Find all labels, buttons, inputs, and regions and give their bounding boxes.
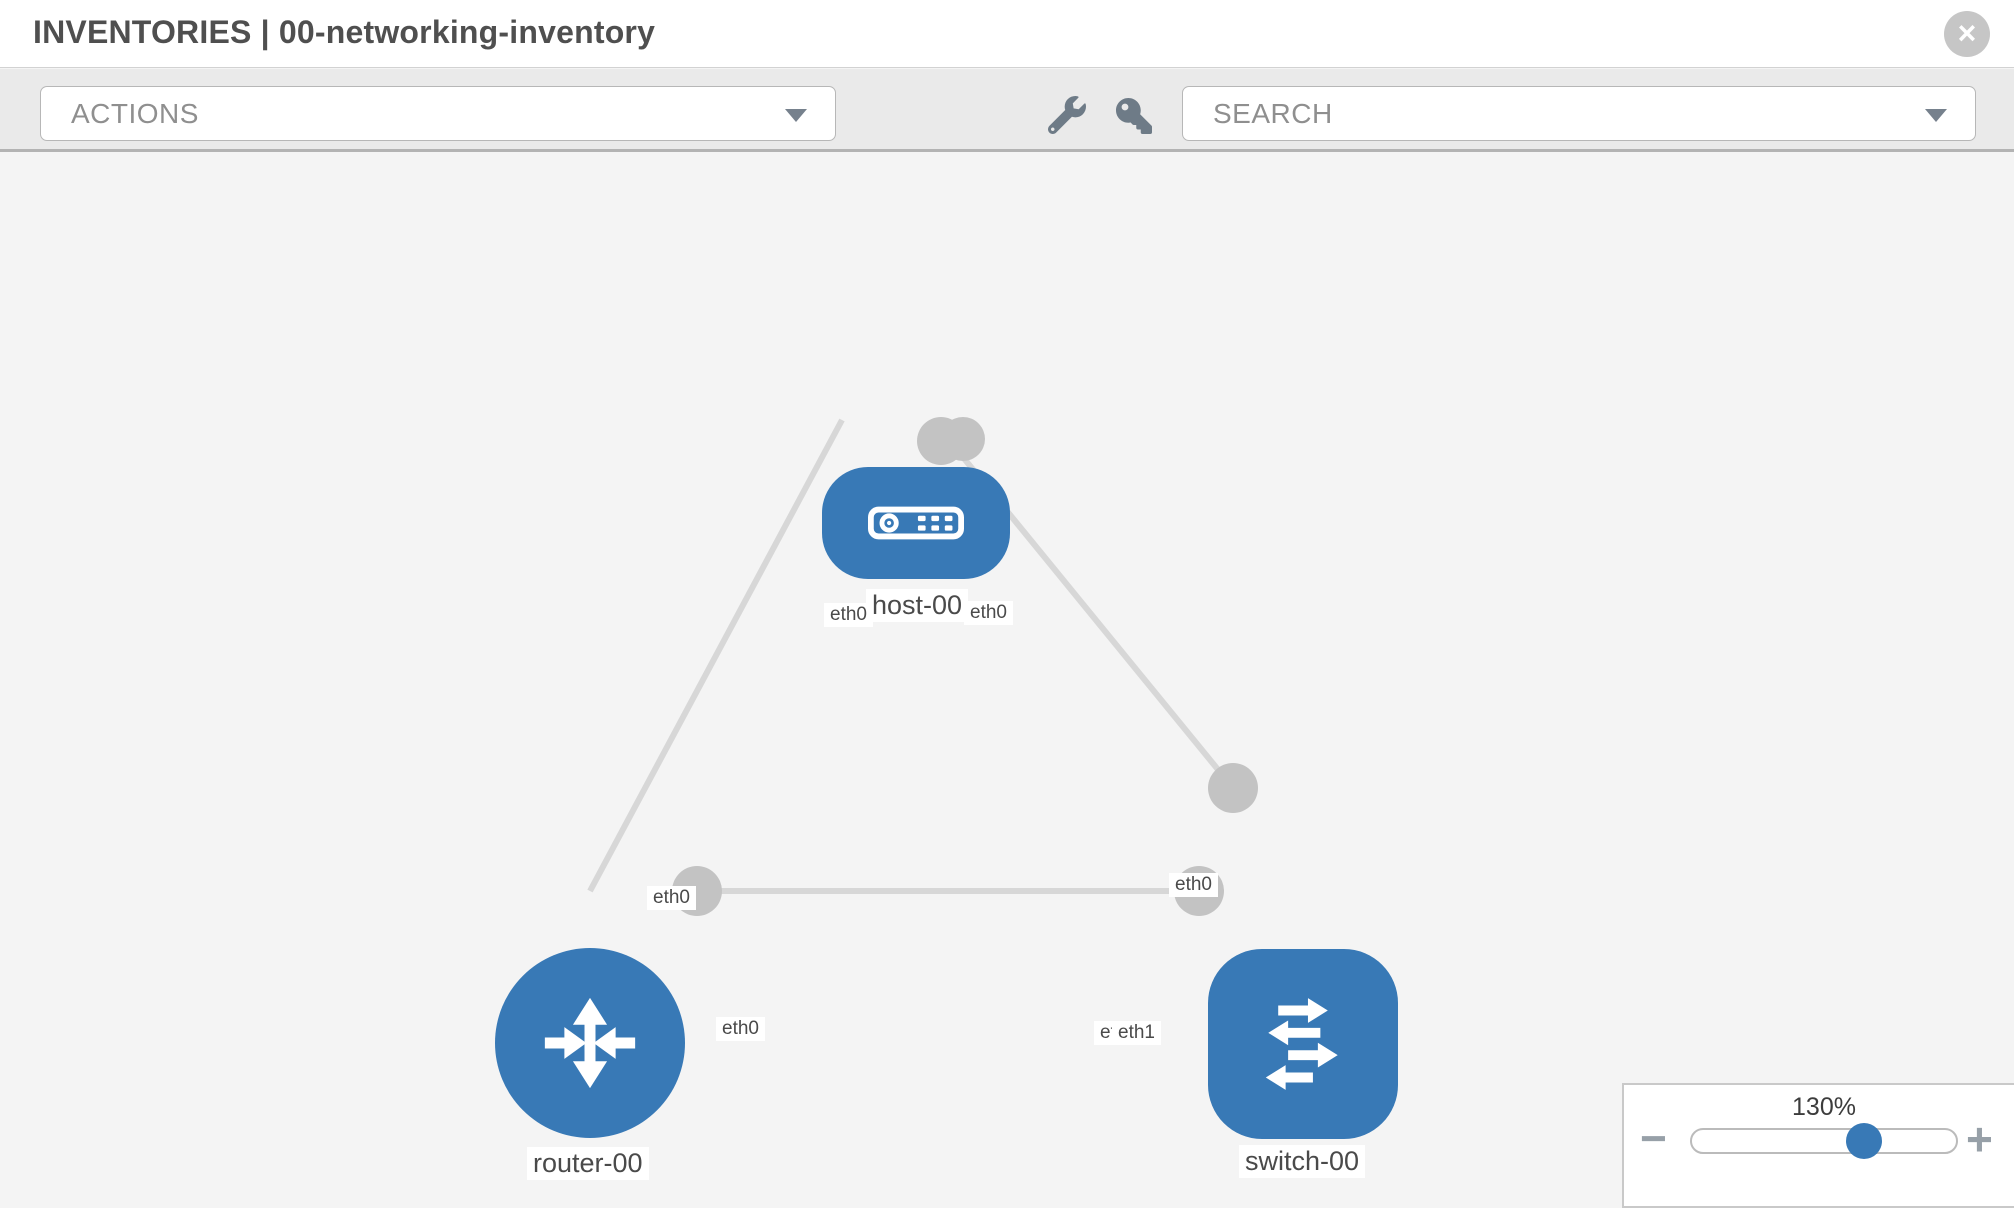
zoom-slider-thumb[interactable] bbox=[1846, 1123, 1882, 1159]
node-label-router: router-00 bbox=[527, 1147, 649, 1181]
search-placeholder: SEARCH bbox=[1213, 97, 1333, 129]
chevron-down-icon bbox=[1925, 108, 1947, 122]
link-router-host[interactable] bbox=[587, 418, 845, 893]
topology-canvas[interactable]: host-00 router-00 switch-00 eth0 eth0 et… bbox=[0, 152, 2014, 1200]
switch-icon bbox=[1265, 998, 1338, 1090]
toolbar: ACTIONS SEARCH bbox=[0, 69, 2014, 152]
zoom-out-button[interactable]: − bbox=[1640, 1112, 1667, 1164]
key-icon[interactable] bbox=[1116, 98, 1152, 134]
close-button[interactable]: × bbox=[1944, 11, 1990, 57]
host-icon bbox=[868, 506, 964, 540]
wrench-icon[interactable] bbox=[1048, 96, 1086, 134]
zoom-control-panel: 130% − + bbox=[1622, 1083, 2014, 1208]
link-layer bbox=[587, 417, 1258, 916]
router-icon bbox=[544, 997, 636, 1089]
iface-label-router-eth0-link: eth0 bbox=[716, 1017, 765, 1041]
chevron-down-icon bbox=[785, 108, 807, 122]
interface-connector[interactable] bbox=[941, 417, 985, 461]
iface-label-host-eth0-left: eth0 bbox=[824, 603, 873, 627]
node-host-00[interactable] bbox=[822, 467, 1010, 579]
iface-label-switch-eth0: eth0 bbox=[1169, 873, 1218, 897]
iface-label-host-eth0-right: eth0 bbox=[964, 601, 1013, 625]
zoom-in-button[interactable]: + bbox=[1966, 1113, 1993, 1165]
interface-connector[interactable] bbox=[1208, 763, 1258, 813]
node-label-switch: switch-00 bbox=[1239, 1145, 1366, 1179]
zoom-slider[interactable] bbox=[1690, 1128, 1958, 1154]
close-icon: × bbox=[1957, 15, 1977, 51]
node-switch-00[interactable] bbox=[1208, 949, 1398, 1139]
zoom-level-label: 130% bbox=[1792, 1093, 1856, 1121]
page-title: INVENTORIES | 00-networking-inventory bbox=[33, 14, 656, 50]
node-router-00[interactable] bbox=[495, 948, 685, 1138]
iface-label-router-eth0: eth0 bbox=[647, 886, 696, 910]
actions-dropdown[interactable]: ACTIONS bbox=[40, 86, 836, 141]
page-header: INVENTORIES | 00-networking-inventory × bbox=[0, 0, 2014, 68]
actions-dropdown-label: ACTIONS bbox=[71, 97, 199, 129]
node-label-host: host-00 bbox=[866, 589, 969, 623]
search-dropdown[interactable]: SEARCH bbox=[1182, 86, 1976, 141]
iface-label-switch-eth1: eth1 bbox=[1112, 1021, 1161, 1045]
